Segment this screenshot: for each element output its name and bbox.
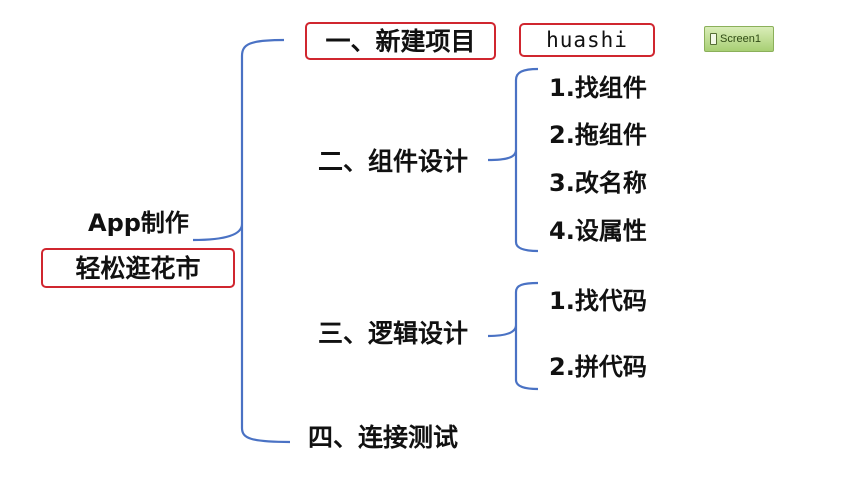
project-name-box: huashi — [519, 23, 655, 57]
logic-child-2: 2.拼代码 — [549, 353, 647, 381]
component-child-1: 1.找组件 — [549, 74, 647, 102]
phone-screen-icon — [710, 33, 717, 45]
component-child-4: 4.设属性 — [549, 217, 647, 245]
step1-box: 一、新建项目 — [305, 22, 496, 60]
root-title: App制作 — [88, 209, 189, 237]
step4-label: 四、连接测试 — [308, 423, 459, 452]
root-bracket — [192, 38, 291, 444]
component-child-3: 3.改名称 — [549, 169, 647, 197]
step1-label: 一、新建项目 — [325, 26, 476, 56]
logic-child-1: 1.找代码 — [549, 287, 647, 315]
component-child-2: 2.拖组件 — [549, 121, 647, 149]
screen1-chip: Screen1 — [704, 26, 774, 52]
logic-design-bracket — [487, 281, 539, 391]
step3-label: 三、逻辑设计 — [318, 319, 469, 348]
component-design-bracket — [487, 67, 539, 253]
root-subtitle-box: 轻松逛花市 — [41, 248, 235, 288]
screen1-label: Screen1 — [720, 33, 761, 45]
project-name: huashi — [546, 28, 628, 52]
step2-label: 二、组件设计 — [318, 147, 469, 176]
root-subtitle: 轻松逛花市 — [75, 253, 201, 283]
